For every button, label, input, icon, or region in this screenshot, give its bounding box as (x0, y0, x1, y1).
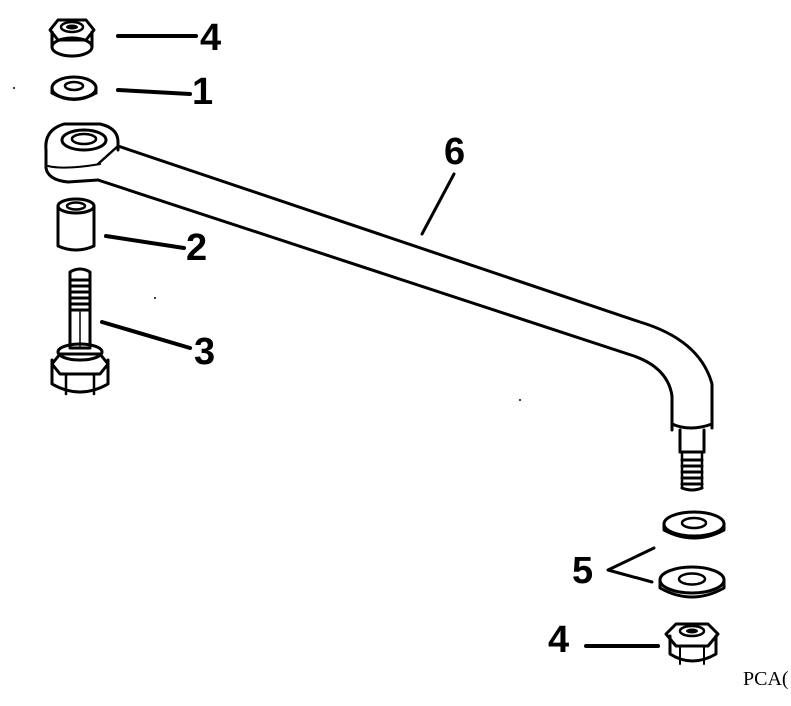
bushing (56, 197, 96, 252)
callout-link-rod: 6 (444, 131, 465, 173)
speck-3 (519, 399, 521, 401)
callout-washers-bottom: 5 (572, 550, 593, 592)
leader-line-bolt (100, 320, 192, 350)
leader-line-washer-top (116, 88, 192, 96)
bolt (50, 267, 110, 396)
leader-line-bushing (104, 234, 186, 250)
washer-top (50, 75, 98, 101)
callout-nut-bottom: 4 (548, 619, 569, 661)
figure-code: PCA( (743, 668, 789, 690)
washer-bottom-upper (662, 510, 726, 540)
leader-lines-washers (606, 546, 656, 584)
link-rod (44, 122, 714, 492)
washer-bottom-lower (658, 565, 726, 599)
callout-bolt: 3 (194, 331, 215, 373)
lock-nut-bottom (664, 622, 720, 665)
callout-bushing: 2 (186, 227, 207, 269)
speck-2 (154, 297, 156, 299)
callout-washer-top: 1 (192, 71, 213, 113)
speck-1 (13, 87, 15, 89)
leader-line-link-rod (420, 172, 456, 236)
callout-nut-top: 4 (200, 17, 221, 59)
lock-nut-top (48, 18, 96, 58)
